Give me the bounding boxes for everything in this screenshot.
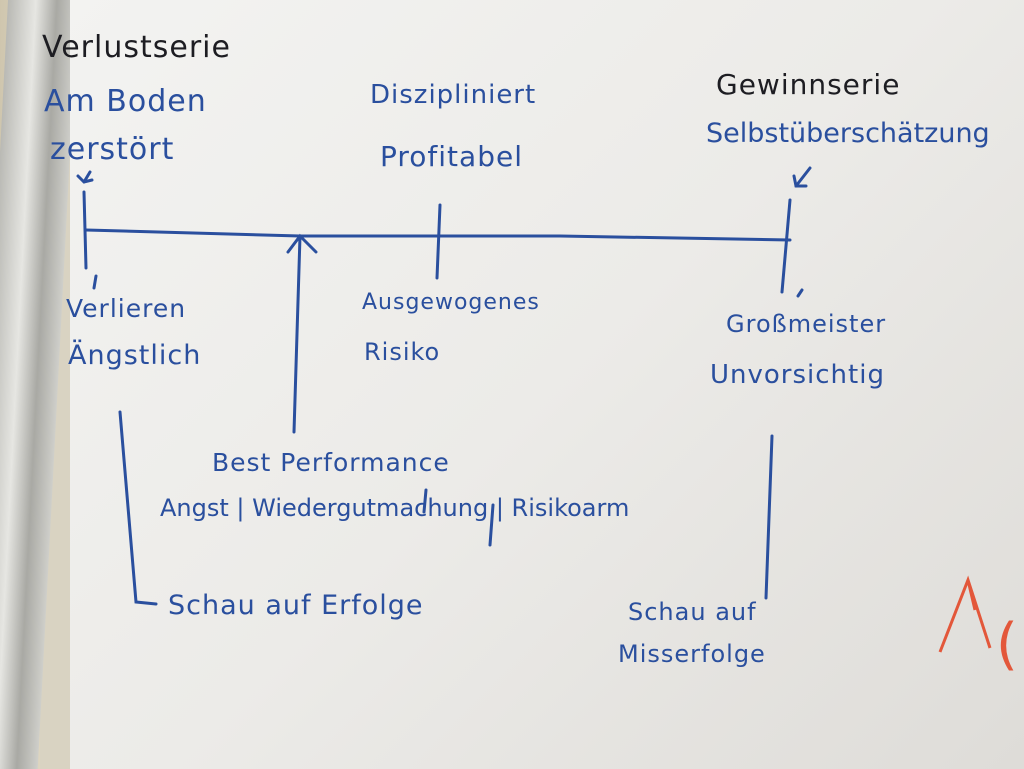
tick-center xyxy=(435,203,442,280)
label-misserfolge: Misserfolge xyxy=(618,640,766,668)
tick-left xyxy=(82,190,88,270)
label-ausgewogenes: Ausgewogenes xyxy=(362,290,540,315)
label-grossmeister: Großmeister xyxy=(726,310,887,338)
label-profitabel: Profitabel xyxy=(380,140,523,173)
label-schau-auf: Schau auf xyxy=(628,598,757,626)
label-diszipliniert: Diszipliniert xyxy=(370,80,537,110)
tick-right xyxy=(780,198,792,294)
arrow-right-bottom xyxy=(796,288,804,298)
label-verlustserie: Verlustserie xyxy=(42,30,231,65)
label-risiko: Risiko xyxy=(364,338,441,366)
separator-2 xyxy=(488,503,495,547)
separator-1 xyxy=(422,488,428,514)
red-note: ↑ L( xyxy=(996,612,1019,677)
best-performance-arrow xyxy=(286,233,318,434)
left-bracket xyxy=(118,410,158,606)
arrow-left-bottom xyxy=(92,274,98,290)
label-best-performance: Best Performance xyxy=(212,448,450,477)
whiteboard xyxy=(70,0,1024,769)
label-angst-wiedergutmachung-risikoarm: Angst | Wiedergutmachung | Risikoarm xyxy=(160,494,630,522)
timeline-axis xyxy=(84,228,792,242)
label-gewinnserie: Gewinnserie xyxy=(716,68,901,101)
label-aengstlich: Ängstlich xyxy=(68,340,202,371)
red-arrow xyxy=(938,575,992,653)
label-schau-auf-erfolge: Schau auf Erfolge xyxy=(168,590,424,621)
label-selbstueberschaetzung: Selbstüberschätzung xyxy=(706,118,990,149)
label-unvorsichtig: Unvorsichtig xyxy=(710,360,885,390)
arrow-right-top xyxy=(792,166,812,188)
right-line xyxy=(764,434,774,600)
label-verlieren: Verlieren xyxy=(66,294,187,323)
arrow-left-top xyxy=(76,170,94,184)
label-am-boden: Am Boden xyxy=(44,84,207,119)
label-zerstoert: zerstört xyxy=(50,132,175,167)
